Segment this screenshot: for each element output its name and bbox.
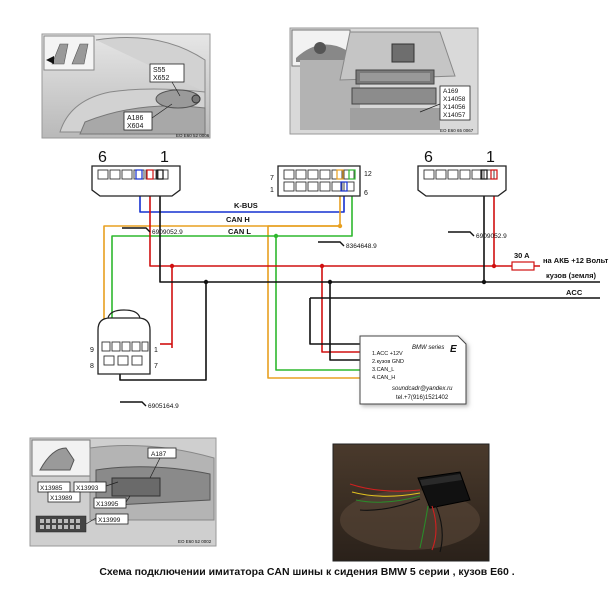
seat-photo-ref: EO E60 52 0006 [176,133,210,138]
connector-middle-pin-12: 12 [364,171,372,178]
part-number-pointers [120,227,475,407]
module-pin-4: 4.CAN_H [372,375,395,381]
connector-left-pin-6: 6 [98,149,107,166]
fuse: 30 A [511,251,535,271]
connector-photo-x13989: X13989 [50,495,73,502]
kbus-label: K-BUS [234,201,258,210]
part-number-right: 6909052.9 [476,233,507,240]
connector-middle-pin-1: 1 [270,187,274,194]
canl-label: CAN L [228,227,251,236]
can-emulator-module: BMW series E 1.ACC +12V 2.кузов GND 3.CA… [359,335,467,405]
dash-label-x14057: X14057 [443,112,466,119]
part-number-left: 6909052.9 [152,229,183,236]
seat-label-a186: A186 [127,115,143,122]
connector-right-pin-1: 1 [486,149,495,166]
seat-label-x652: X652 [153,75,169,82]
module-series-letter: E [450,344,457,355]
connector-photo-ref: EO E60 52 0002 [178,539,212,544]
connector-bottom-pin-8: 8 [90,363,94,370]
junctions [169,223,497,285]
connector-bottom: 9 8 1 7 [90,309,158,375]
seat-label-x604: X604 [127,123,143,130]
connector-middle: 7 1 12 6 [270,165,372,197]
dash-label-x14058: X14058 [443,96,466,103]
dash-label-x14056: X14056 [443,104,466,111]
connector-photo-x13985: X13985 [40,485,63,492]
connector-photo-x13993: X13993 [76,485,99,492]
connector-middle-pin-7: 7 [270,175,274,182]
device-photo [332,443,490,562]
ground-label: кузов (земля) [546,271,597,280]
connector-photo: A187 X13985 X13993 X13989 X13995 X13999 … [29,437,217,547]
connector-bottom-pin-1: 1 [154,347,158,354]
battery-label: на АКБ +12 Вольт [543,256,609,265]
connector-photo-x13999: X13999 [98,517,121,524]
part-number-bottom: 6905164.9 [148,403,179,410]
connector-photo-a187: A187 [151,451,167,458]
seat-label-s55: S55 [153,67,166,74]
dashboard-photo: A169 X14058 X14056 X14057 EO E60 65 0067 [289,27,479,135]
connector-middle-pin-6: 6 [364,190,368,197]
connector-left-top: 6 1 [91,149,181,197]
connector-left-pin-1: 1 [160,149,169,166]
connector-photo-x13995: X13995 [96,501,119,508]
module-pin-2: 2.кузов GND [372,359,404,365]
dash-photo-ref: EO E60 65 0067 [440,128,474,133]
connector-bottom-pin-9: 9 [90,347,94,354]
module-title: BMW series [412,345,444,351]
acc-label: ACC [566,288,583,297]
connector-bottom-pin-7: 7 [154,363,158,370]
connector-right-pin-6: 6 [424,149,433,166]
wires [103,176,600,381]
module-pin-3: 3.CAN_L [372,367,394,373]
module-email: soundcadr@yandex.ru [392,386,453,392]
connector-right-top: 6 1 [417,149,507,197]
canh-label: CAN H [226,215,250,224]
module-pin-1: 1.ACC +12V [372,351,403,357]
part-number-middle: 8364648.9 [346,243,377,250]
fuse-label: 30 A [514,251,530,260]
diagram-caption: Схема подключении имитатора CAN шины к с… [99,566,515,578]
module-phone: tel.+7(916)1521402 [396,395,449,401]
seat-photo: S55 X652 A186 X604 EO E60 52 0006 [41,33,211,139]
dash-label-a169: A169 [443,88,459,95]
